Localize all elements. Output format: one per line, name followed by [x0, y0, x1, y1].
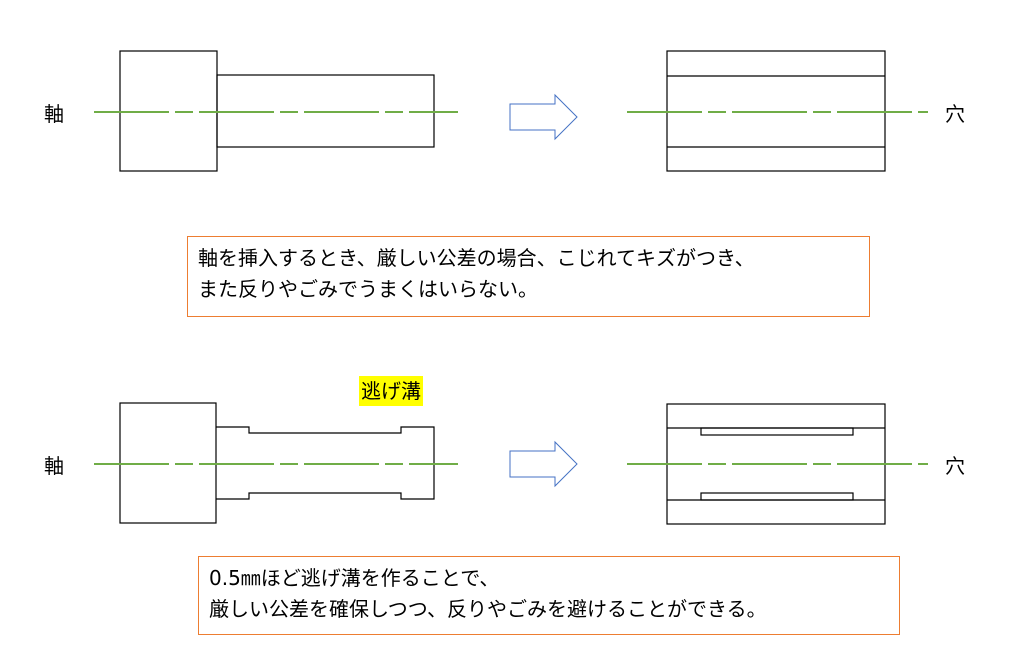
- hole-label: 穴: [945, 454, 965, 478]
- hole-label: 穴: [945, 102, 965, 126]
- note-box: 軸を挿入するとき、厳しい公差の場合、こじれてキズがつき、 また反りやごみでうまく…: [187, 236, 870, 317]
- shaft-label: 軸: [44, 102, 64, 126]
- right-arrow-icon: [509, 440, 578, 488]
- shaft-label: 軸: [44, 454, 64, 478]
- note-line: 0.5㎜ほど逃げ溝を作ることで、: [209, 566, 500, 590]
- note-box: 0.5㎜ほど逃げ溝を作ることで、 厳しい公差を確保しつつ、反りやごみを避けること…: [198, 556, 900, 635]
- right-arrow-icon: [509, 93, 578, 141]
- groove-label: 逃げ溝: [359, 376, 423, 406]
- note-line: 軸を挿入するとき、厳しい公差の場合、こじれてキズがつき、: [198, 246, 755, 270]
- note-line: また反りやごみでうまくはいらない。: [198, 277, 538, 301]
- note-line: 厳しい公差を確保しつつ、反りやごみを避けることができる。: [209, 597, 767, 621]
